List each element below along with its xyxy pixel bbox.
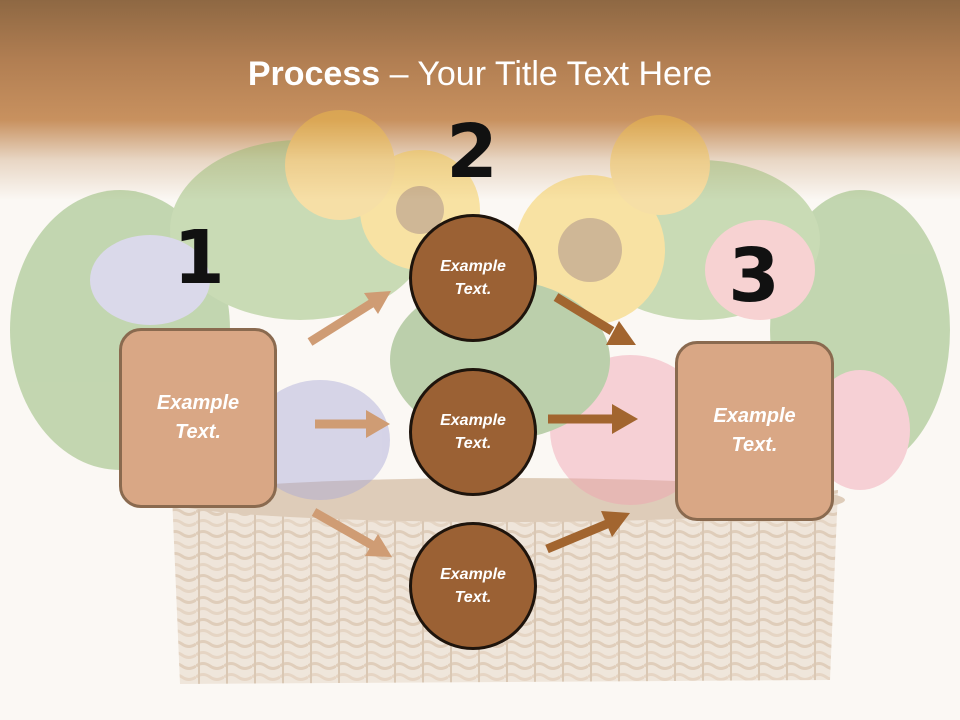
circle-bottom-line2: Text. [454, 589, 492, 606]
arrow-top-to-3 [553, 293, 636, 345]
circle-middle-line1: Example [440, 412, 506, 429]
title-bold: Process [247, 55, 381, 93]
step-3-box: Example Text. [675, 341, 834, 521]
circle-bottom-line1: Example [440, 566, 506, 583]
arrow-1-to-bottom [311, 508, 392, 557]
step-1-box: Example Text. [119, 328, 277, 508]
step-2-circle-bottom: Example Text. [409, 522, 537, 650]
step-number-3: 3 [728, 233, 780, 319]
circle-top-line1: Example [440, 258, 506, 275]
arrow-1-to-middle [315, 410, 390, 438]
title-band [0, 0, 960, 200]
arrow-middle-to-3 [548, 404, 638, 434]
step-3-line2: Text. [731, 434, 778, 456]
circle-top-line2: Text. [454, 281, 492, 298]
step-number-1: 1 [173, 215, 225, 301]
step-2-circle-top: Example Text. [409, 214, 537, 342]
step-2-circle-middle: Example Text. [409, 368, 537, 496]
step-number-2: 2 [446, 109, 498, 195]
step-3-line1: Example [713, 405, 796, 427]
arrow-1-to-top [307, 291, 391, 346]
arrow-bottom-to-3 [545, 511, 630, 554]
step-1-line1: Example [156, 392, 240, 414]
page-title: Process – Your Title Text Here [0, 52, 960, 96]
title-rest: – Your Title Text Here [380, 55, 713, 93]
circle-middle-line2: Text. [454, 435, 492, 452]
step-1-line2: Text. [175, 421, 221, 443]
